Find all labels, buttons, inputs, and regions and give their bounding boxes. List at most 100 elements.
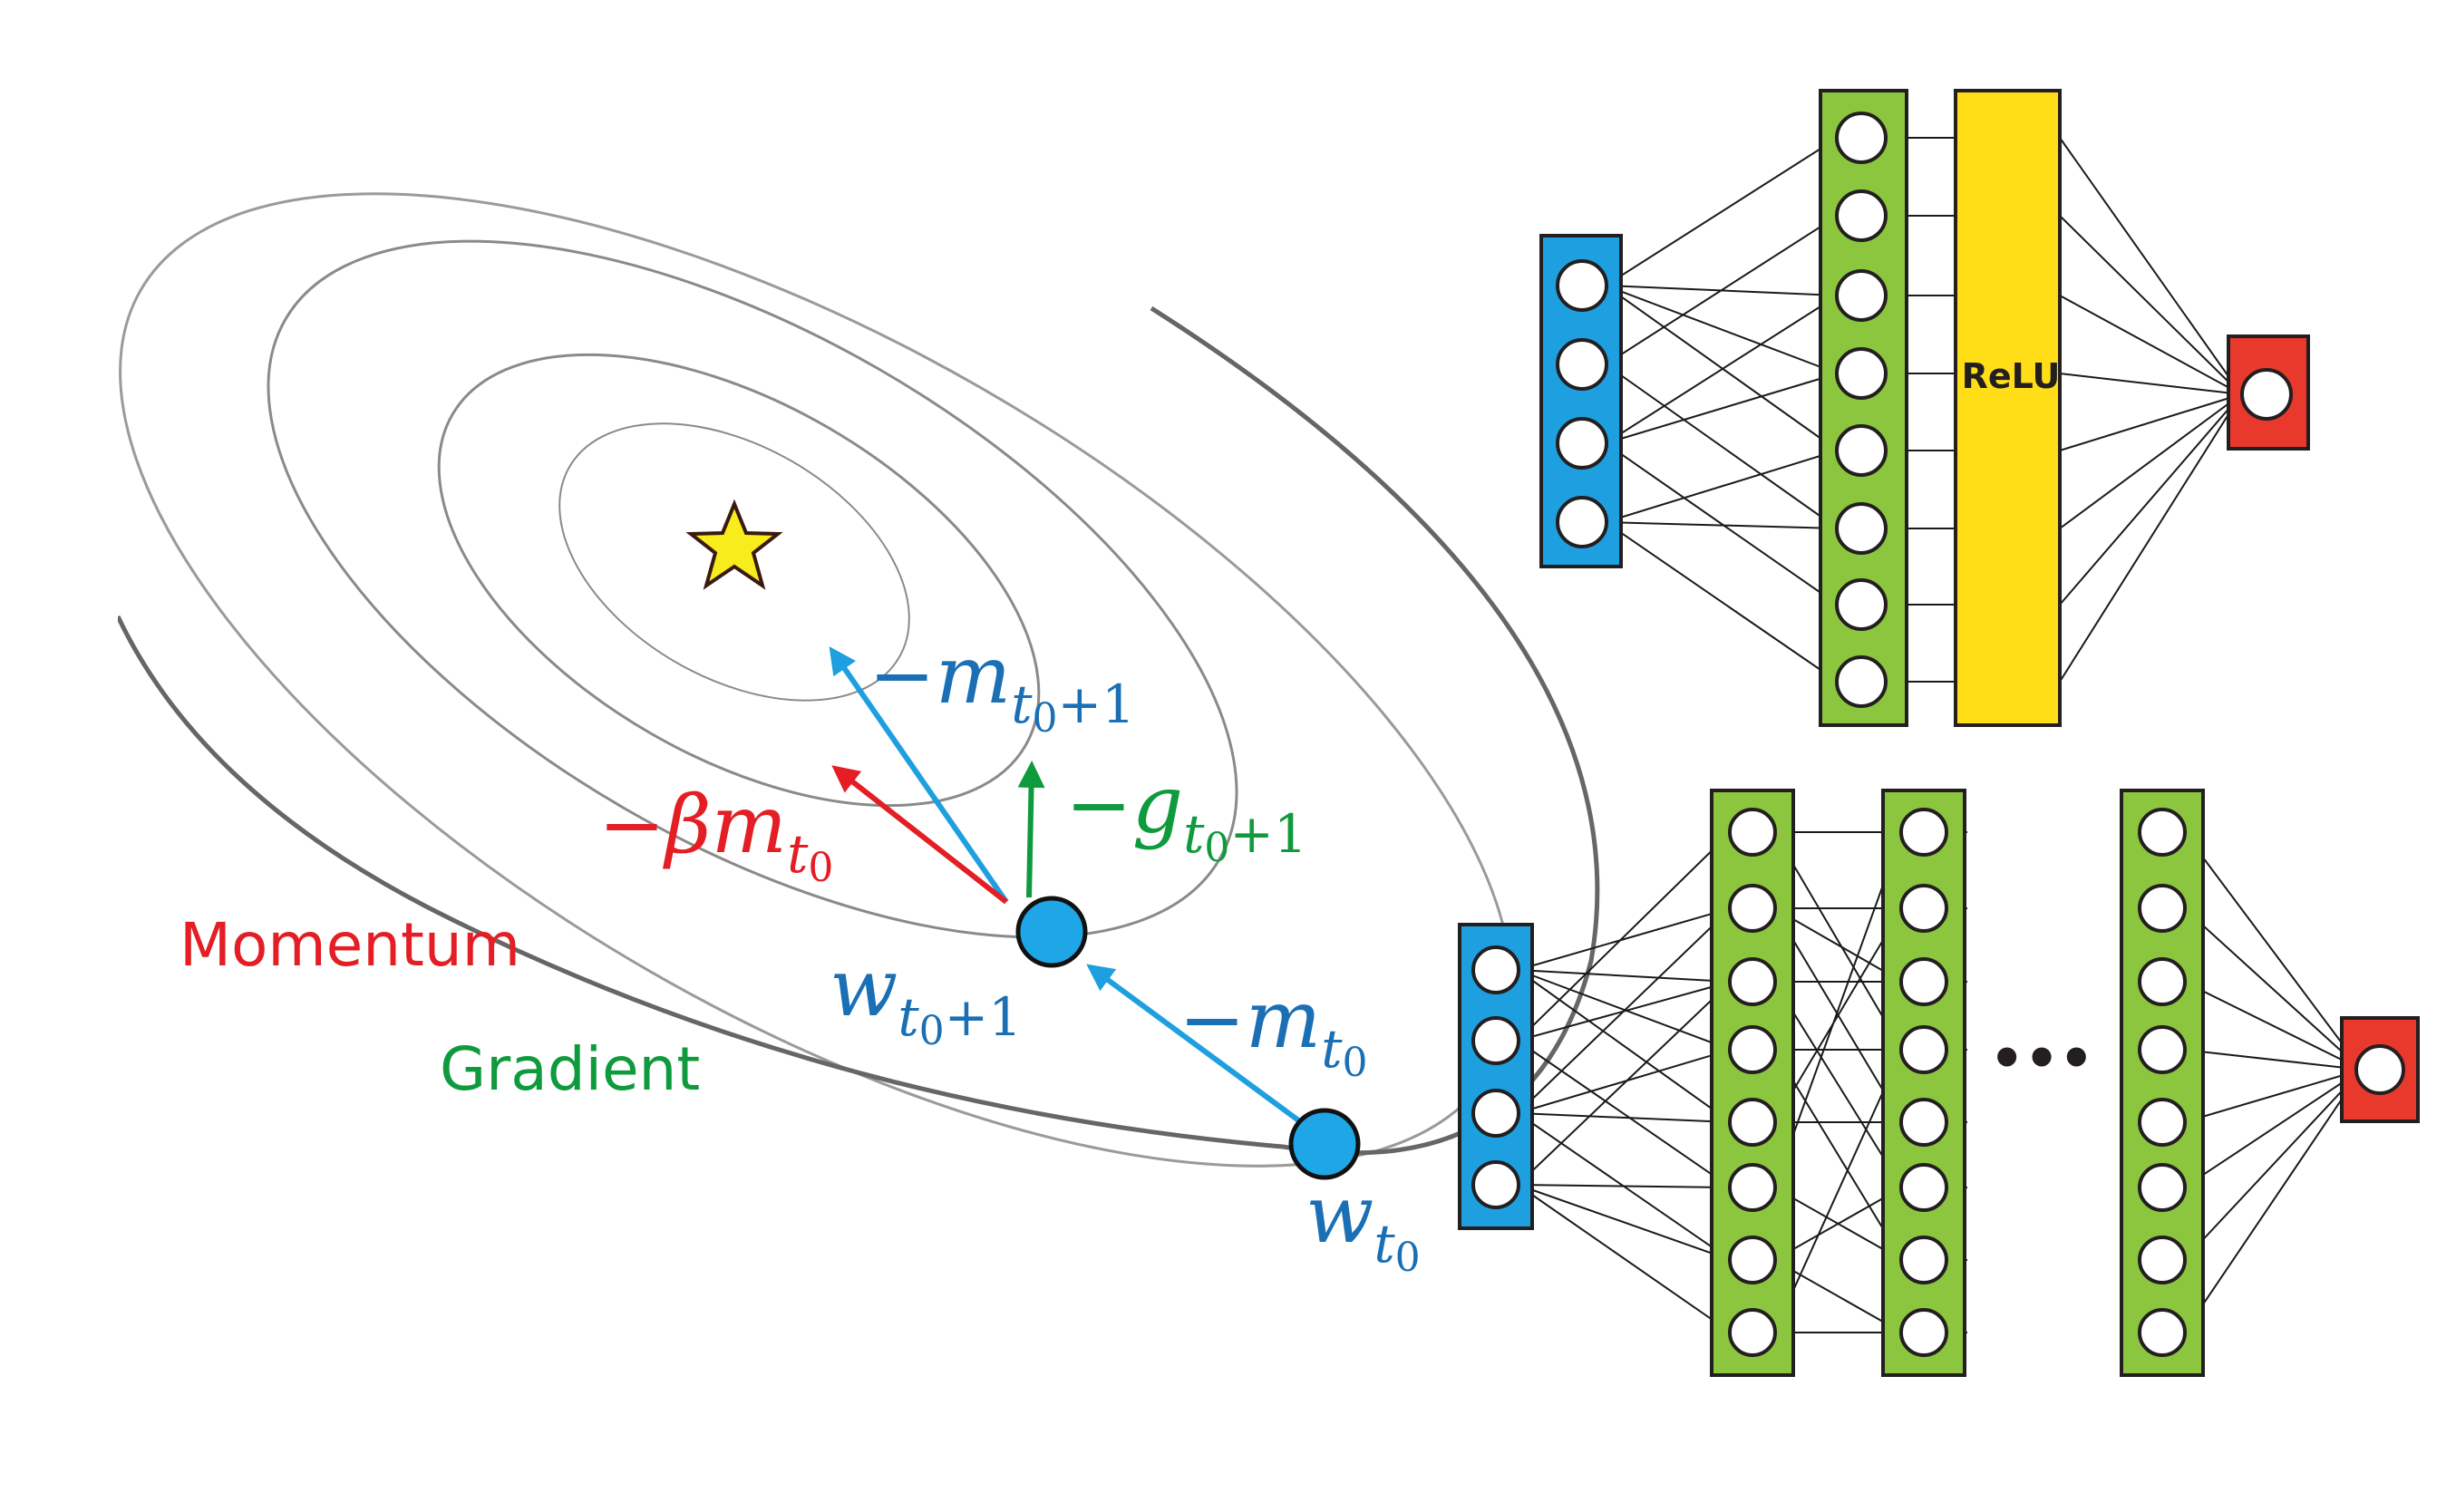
- top-hidden-layer-node-5: [1835, 424, 1888, 477]
- top-edge-in-6: [1605, 295, 1839, 444]
- bottom-edge-in-12: [1517, 1184, 1732, 1188]
- label-gradient: Gradient: [440, 1034, 700, 1104]
- bottom-edge-in-8: [1517, 1049, 1732, 1114]
- top-edge-out-6: [2059, 393, 2242, 606]
- bottom-edge-mid-3: [1773, 907, 1903, 983]
- top-edge-in-3: [1605, 285, 1839, 451]
- bottom-hidden-layer-3-node-7: [2138, 1236, 2187, 1284]
- arrow-m-prev: [1086, 964, 1324, 1140]
- top-hidden-layer-node-2: [1835, 189, 1888, 242]
- bottom-edge-out-5: [2183, 1069, 2363, 1188]
- top-edge-in-8: [1605, 442, 1839, 606]
- bottom-hidden-layer-3-node-6: [2138, 1163, 2187, 1212]
- bottom-edge-in-14: [1517, 1184, 1732, 1333]
- label-g-next: −gt0+1: [1065, 758, 1307, 871]
- bottom-edge-mid-16: [1773, 1049, 1903, 1333]
- contour-ring-2: [437, 353, 1041, 808]
- top-edge-in-2: [1605, 285, 1839, 374]
- top-edge-in-4: [1605, 215, 1839, 365]
- bottom-hidden-layer-1-node-2: [1728, 884, 1777, 933]
- bottom-edge-out-7: [2183, 1069, 2363, 1333]
- bottom-hidden-layer-2: [1881, 789, 1966, 1377]
- top-edge-out-0: [2059, 137, 2242, 395]
- bottom-hidden-layer-1-node-5: [1728, 1098, 1777, 1147]
- bottom-input-layer-node-4: [1471, 1160, 1520, 1209]
- bottom-hidden-layer-3-node-1: [2138, 808, 2187, 857]
- bottom-hidden-layer-3: [2120, 789, 2205, 1377]
- label-momentum: Momentum: [180, 910, 520, 980]
- bottom-edge-in-0: [1517, 907, 1732, 971]
- top-edge-out-7: [2059, 393, 2242, 683]
- network-nodes: [1471, 111, 2405, 1357]
- bottom-hidden-layer-3-node-4: [2138, 1025, 2187, 1074]
- label-w-next: wt0+1: [830, 941, 1022, 1054]
- top-relu-layer: [1954, 89, 2062, 727]
- top-edge-in-9: [1605, 450, 1839, 523]
- bottom-input-layer-node-3: [1471, 1089, 1520, 1138]
- top-hidden-layer-node-8: [1835, 655, 1888, 708]
- bottom-hidden-layer-3-node-3: [2138, 957, 2187, 1006]
- ellipsis-dots: •••: [1989, 1027, 2093, 1090]
- bottom-hidden-layer-2-node-2: [1899, 884, 1948, 933]
- label-m-next: −mt0+1: [869, 628, 1135, 741]
- bottom-edge-mid-11: [1773, 831, 1903, 1188]
- top-hidden-layer-node-4: [1835, 347, 1888, 400]
- loss-contours: [118, 192, 1600, 1168]
- top-edge-out-3: [2059, 373, 2242, 395]
- bottom-edge-in-7: [1517, 907, 1732, 1114]
- bottom-edge-in-9: [1517, 1112, 1732, 1123]
- bottom-edge-out-2: [2183, 981, 2363, 1071]
- bottom-hidden-layer-1-node-3: [1728, 957, 1777, 1006]
- bottom-edge-in-6: [1517, 1040, 1732, 1188]
- bottom-hidden-layer-1-node-1: [1728, 808, 1777, 857]
- bottom-edge-mid-14: [1773, 1187, 1903, 1261]
- bottom-hidden-layer-3-node-5: [2138, 1098, 2187, 1147]
- top-hidden-layer-node-6: [1835, 502, 1888, 555]
- top-edge-out-1: [2059, 215, 2242, 395]
- bottom-hidden-layer-2-node-3: [1899, 957, 1948, 1006]
- top-hidden-layer-node-7: [1835, 578, 1888, 631]
- point-w-prev: [1288, 1108, 1361, 1180]
- bottom-edge-out-0: [2183, 831, 2363, 1071]
- top-edge-in-7: [1605, 373, 1839, 444]
- network-layers: [1458, 89, 2420, 1377]
- bottom-hidden-layer-3-node-8: [2138, 1308, 2187, 1357]
- bottom-hidden-layer-3-node-2: [2138, 884, 2187, 933]
- top-input-layer-node-2: [1556, 338, 1608, 391]
- bottom-hidden-layer-2-node-5: [1899, 1098, 1948, 1147]
- star-icon: [685, 499, 783, 590]
- bottom-edge-in-3: [1517, 969, 1732, 1123]
- top-edge-in-0: [1605, 137, 1839, 286]
- arrow-m-next: [829, 646, 1009, 904]
- top-edge-out-2: [2059, 295, 2242, 395]
- top-hidden-layer-node-3: [1835, 269, 1888, 322]
- top-input-layer-node-3: [1556, 417, 1608, 470]
- bottom-edge-mid-6: [1773, 981, 1903, 1188]
- top-input-layer-node-1: [1556, 259, 1608, 312]
- bottom-edge-out-4: [2183, 1069, 2363, 1123]
- relu-label: ReLU: [1962, 356, 2061, 396]
- top-edge-in-11: [1605, 521, 1839, 683]
- top-edge-in-5: [1605, 363, 1839, 529]
- contour-ring-5: [118, 305, 1600, 1156]
- bottom-hidden-layer-1-node-7: [1728, 1236, 1777, 1284]
- bottom-input-layer-node-2: [1471, 1016, 1520, 1065]
- label-beta-m: −βmt0: [598, 778, 833, 891]
- top-edge-out-5: [2059, 393, 2242, 529]
- bottom-edge-in-11: [1517, 981, 1732, 1186]
- label-w-prev: wt0: [1306, 1168, 1421, 1281]
- bottom-edge-in-13: [1517, 1184, 1732, 1261]
- arrow-beta-m: [831, 765, 1008, 905]
- bottom-edge-in-4: [1517, 831, 1732, 1042]
- contour-ring-4: [119, 192, 1513, 1168]
- bottom-edge-mid-1: [1773, 831, 1903, 1051]
- bottom-hidden-layer-1-node-6: [1728, 1163, 1777, 1212]
- bottom-input-layer-node-1: [1471, 945, 1520, 994]
- bottom-hidden-layer-2-node-4: [1899, 1025, 1948, 1074]
- label-m-prev: −mt0: [1179, 973, 1368, 1086]
- bottom-edge-mid-13: [1773, 1259, 1903, 1333]
- bottom-hidden-layer-1: [1710, 789, 1795, 1377]
- bottom-hidden-layer-1-node-4: [1728, 1025, 1777, 1074]
- bottom-hidden-layer-2-node-8: [1899, 1308, 1948, 1357]
